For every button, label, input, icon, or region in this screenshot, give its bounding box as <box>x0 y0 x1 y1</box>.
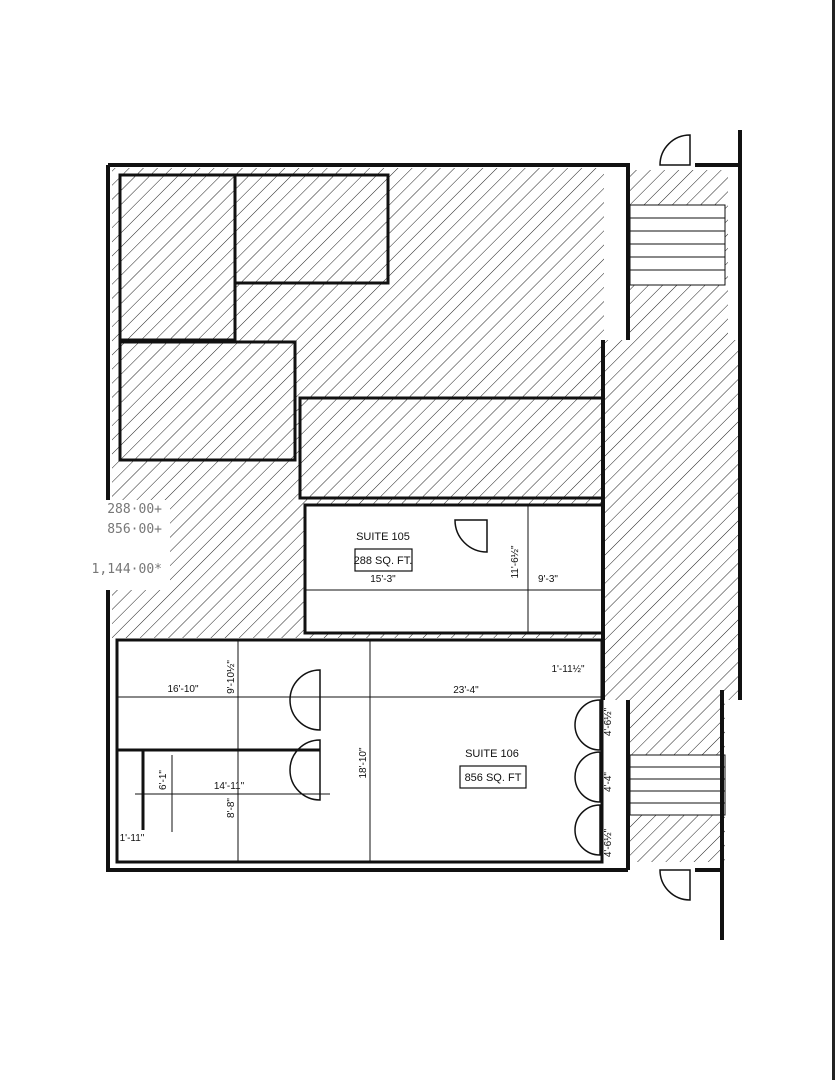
suite-106-area: 856 SQ. FT <box>465 772 522 784</box>
suite-106-name: SUITE 106 <box>465 748 519 760</box>
dim-label: 14'-11" <box>214 781 245 792</box>
dim-label: 1'-11½" <box>551 664 585 675</box>
tape-line <box>60 540 162 560</box>
dim-label: 11'-6½" <box>510 545 521 579</box>
dim-label: 23'-4" <box>453 685 479 696</box>
door-swings <box>289 134 691 901</box>
suite-105-area: 288 SQ. FT. <box>354 555 413 567</box>
tape-total: 1,144·00* <box>91 562 162 577</box>
dim-label: 16'-10" <box>167 684 198 695</box>
dim-label: 9'-10½" <box>226 660 237 694</box>
dim-label: 1'-11" <box>120 833 145 844</box>
dim-label: 15'-3" <box>370 574 396 585</box>
dim-label: 4'-4" <box>603 772 614 792</box>
dim-label: 4'-6½" <box>603 707 614 736</box>
dim-label: 4'-6½" <box>603 828 614 857</box>
dimension-lines <box>117 505 603 862</box>
dim-label: 6'-1" <box>158 770 169 790</box>
suite-105-name: SUITE 105 <box>356 531 410 543</box>
calculator-tape: 288·00+ 856·00+ 1,144·00* <box>60 500 170 590</box>
exterior-walls <box>106 130 742 940</box>
suite-105-room <box>303 503 605 635</box>
stairs <box>630 217 725 804</box>
dim-label: 9'-3" <box>538 574 558 585</box>
tape-line: 856·00+ <box>107 522 162 537</box>
dim-label: 8'-8" <box>226 798 237 818</box>
scan-edge <box>832 0 835 1080</box>
dim-label: 18'-10" <box>358 747 369 778</box>
tape-line: 288·00+ <box>107 502 162 517</box>
